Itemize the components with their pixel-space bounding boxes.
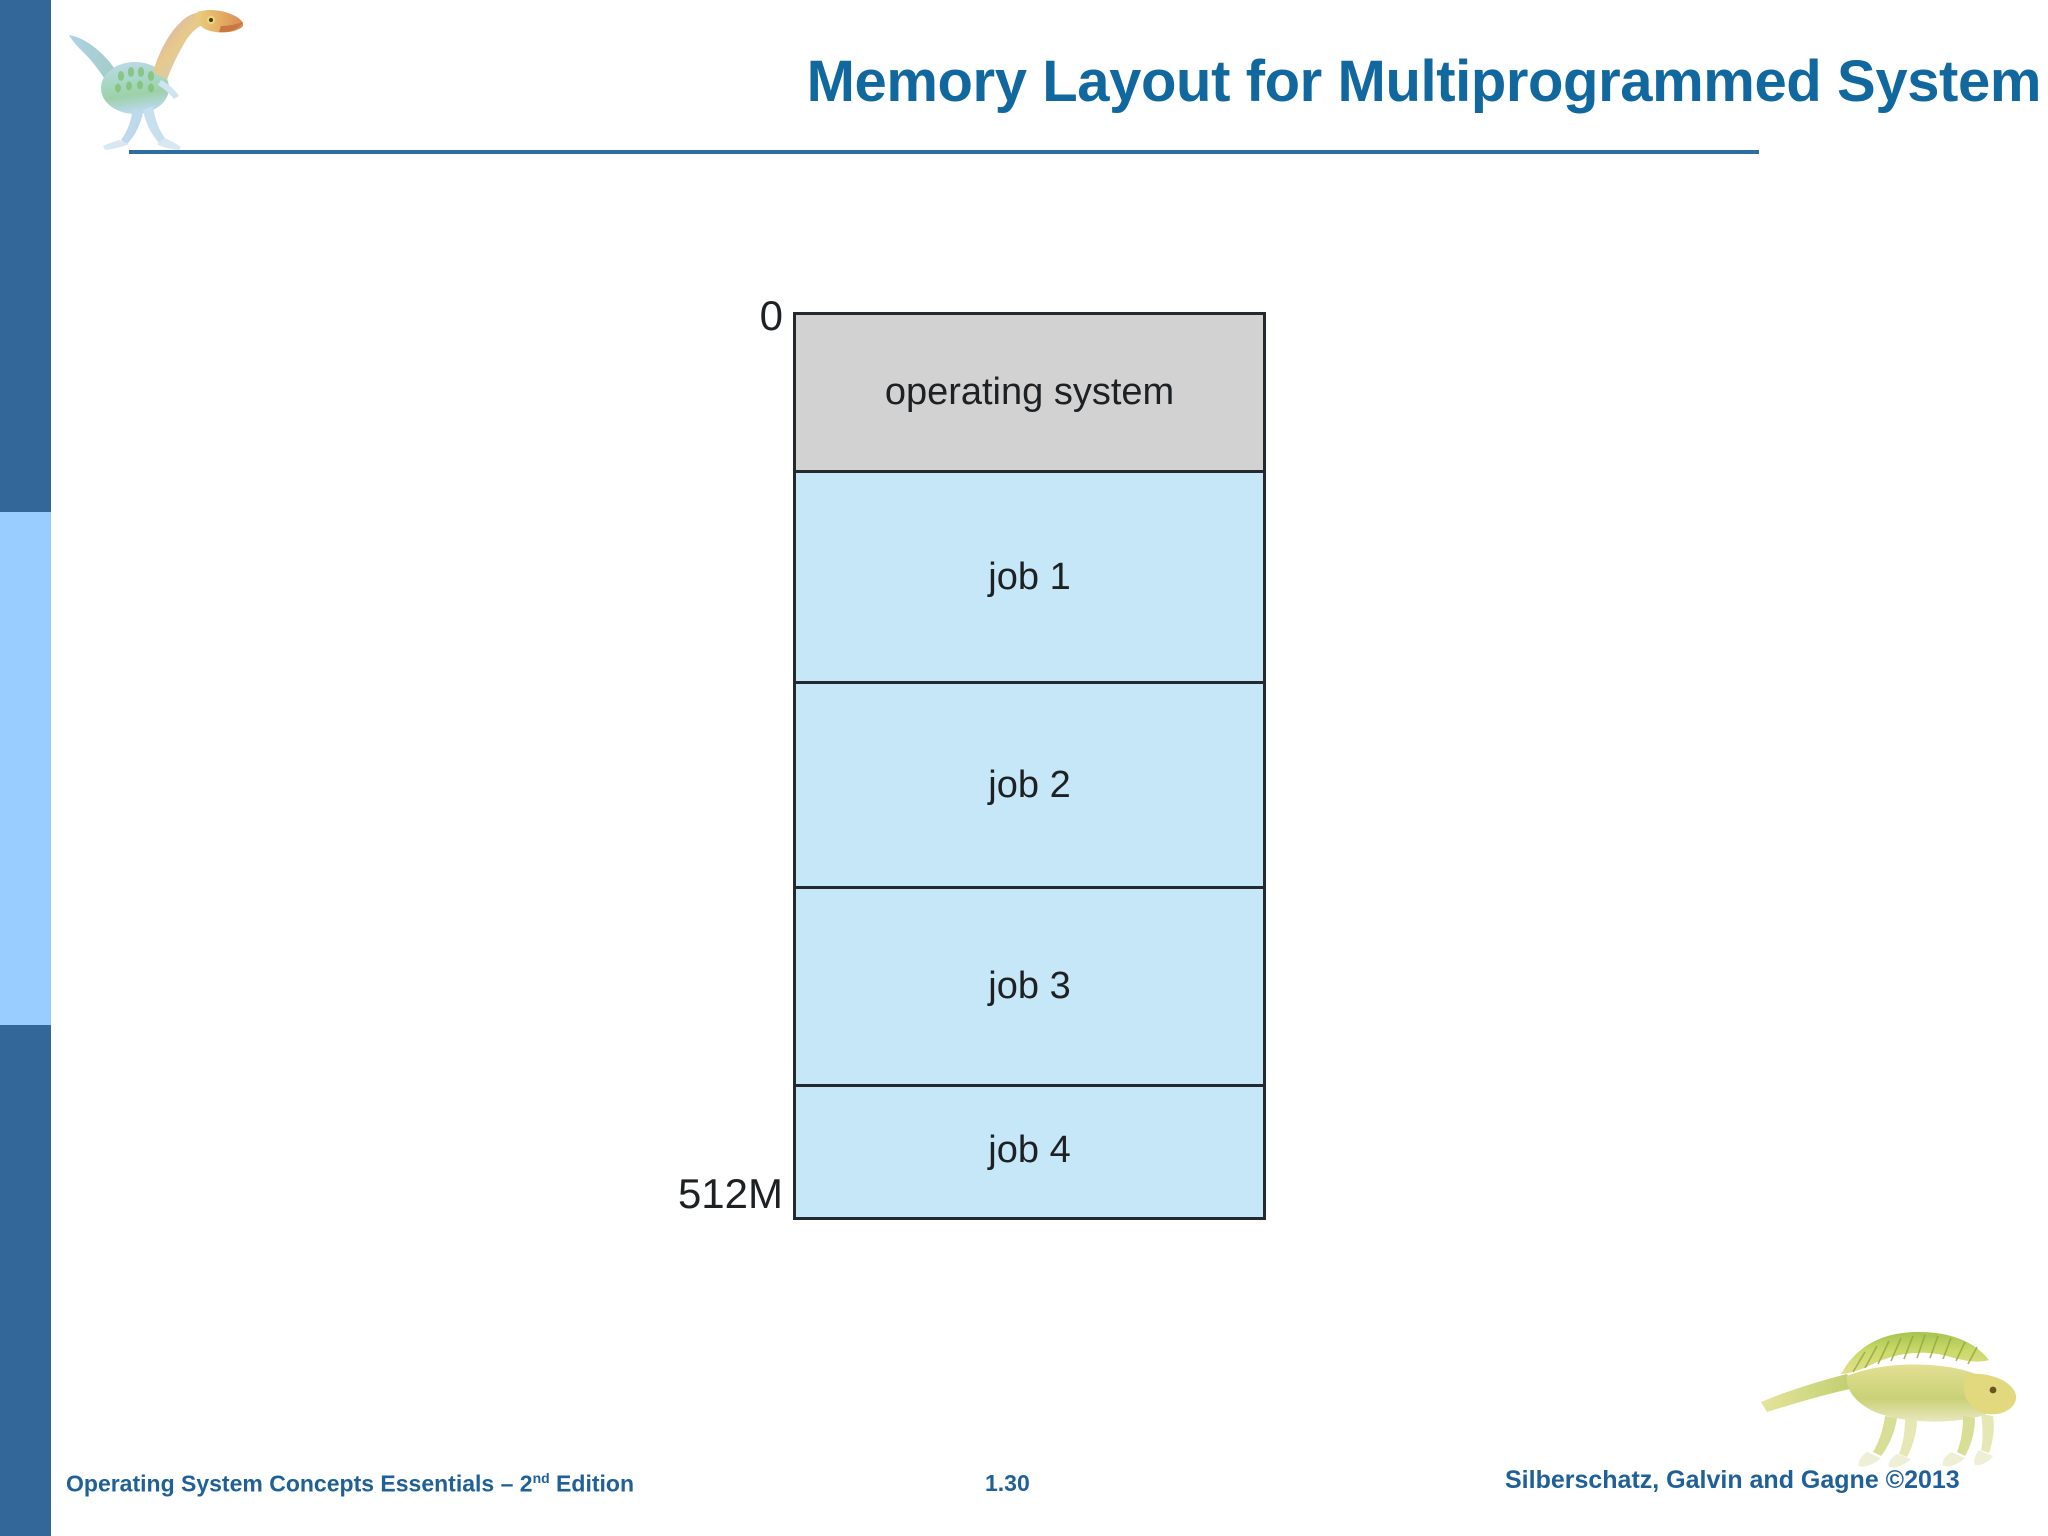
footer-edition-ordinal: nd <box>532 1470 550 1486</box>
footer-edition-suffix: Edition <box>549 1470 634 1497</box>
memory-band-job-1: job 1 <box>796 473 1263 684</box>
memory-address-bottom: 512M <box>677 1170 783 1217</box>
memory-band-job-2: job 2 <box>796 684 1263 889</box>
slide-header: Memory Layout for Multiprogrammed System <box>51 0 2048 210</box>
title-underline-rule <box>129 150 1759 154</box>
ornithomimid-dinosaur-icon <box>61 2 261 150</box>
page-title: Memory Layout for Multiprogrammed System <box>806 49 2042 114</box>
slide-number: 1.30 <box>985 1470 1030 1496</box>
footer-edition-prefix: Operating System Concepts Essentials – 2 <box>66 1470 533 1497</box>
memory-address-top: 0 <box>759 292 783 339</box>
footer-edition-label: Operating System Concepts Essentials – 2… <box>66 1470 634 1498</box>
sidebar-segment-bottom <box>0 1025 51 1536</box>
decorative-sidebar <box>0 0 51 1536</box>
memory-band-operating-system: operating system <box>796 315 1263 473</box>
dimetrodon-dinosaur-icon <box>1755 1330 2045 1470</box>
sidebar-segment-middle <box>0 512 51 1025</box>
slide-footer: Operating System Concepts Essentials – 2… <box>0 1466 2048 1536</box>
memory-box: operating system job 1 job 2 job 3 job 4 <box>793 312 1266 1220</box>
memory-band-job-4: job 4 <box>988 1129 1071 1171</box>
memory-band-job-3: job 3 <box>796 889 1263 1087</box>
copyright-label: Silberschatz, Galvin and Gagne ©2013 <box>1505 1466 1960 1494</box>
sidebar-segment-top <box>0 0 51 512</box>
memory-layout-diagram: 0 512M operating system job 1 job 2 job … <box>560 290 1320 1250</box>
